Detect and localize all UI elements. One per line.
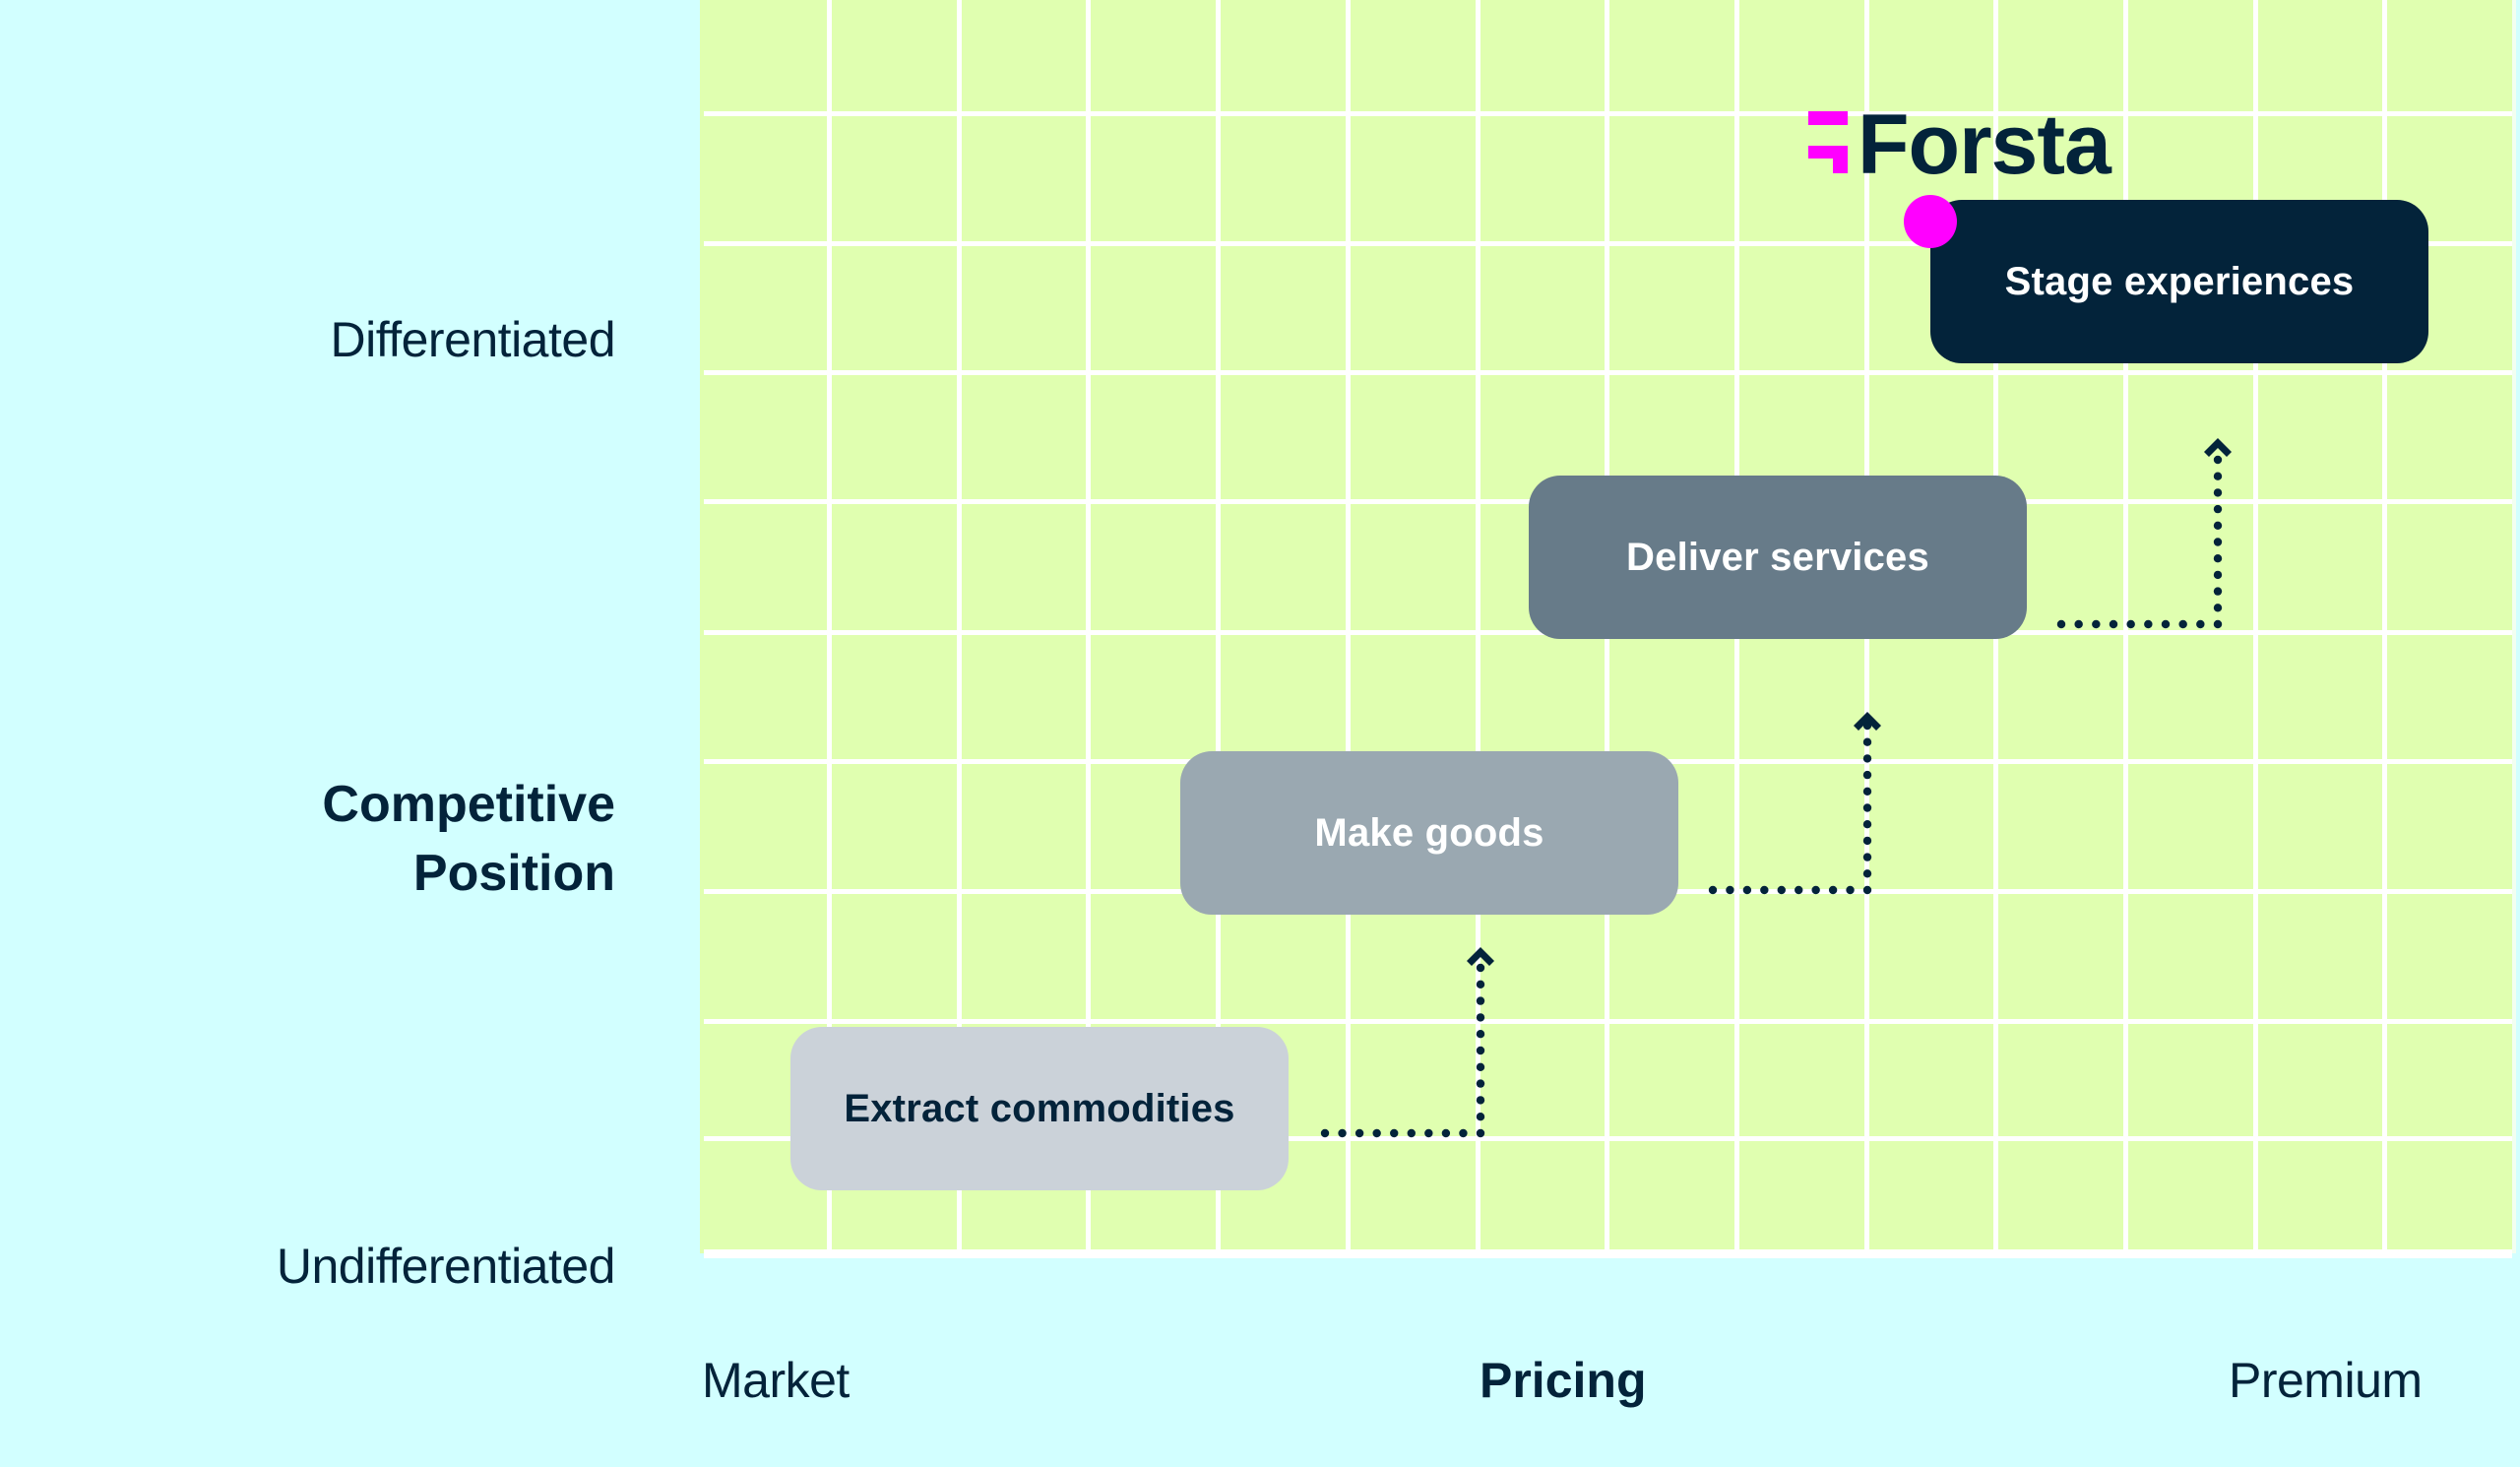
grid-line-vertical (2123, 0, 2128, 1253)
grid-line-vertical (827, 0, 832, 1253)
grid-line-vertical (2253, 0, 2258, 1253)
grid-line-vertical (2382, 0, 2387, 1253)
y-axis-title-line1: Competitive (322, 776, 615, 833)
x-axis-left-label: Market (702, 1353, 850, 1408)
grid-line-horizontal (704, 111, 2512, 116)
stage-label: Make goods (1314, 810, 1544, 855)
grid-line-horizontal (704, 370, 2512, 375)
stage-box-stage-experiences: Stage experiences (1930, 200, 2428, 363)
y-axis-top-label: Differentiated (330, 312, 616, 367)
stage-box-make-goods: Make goods (1180, 751, 1678, 915)
grid-line-vertical (957, 0, 962, 1253)
stage-label: Extract commodities (844, 1086, 1235, 1130)
highlight-dot-icon (1904, 195, 1957, 248)
forsta-logo: Forsta (1808, 97, 2111, 192)
y-axis-bottom-label: Undifferentiated (276, 1239, 616, 1294)
y-axis-title: Competitive Position (322, 770, 615, 908)
stage-label: Stage experiences (2004, 259, 2355, 303)
stage-label: Deliver services (1626, 535, 1929, 579)
grid-line-horizontal (704, 241, 2512, 246)
grid-edge (2512, 0, 2516, 1253)
grid-line-vertical (1086, 0, 1091, 1253)
y-axis-title-line2: Position (412, 845, 615, 902)
grid-line-horizontal (704, 1019, 2512, 1024)
stage-box-deliver-services: Deliver services (1529, 476, 2027, 639)
x-axis-baseline (704, 1249, 2512, 1258)
x-axis-title: Pricing (1480, 1353, 1647, 1408)
x-axis-right-label: Premium (2229, 1353, 2423, 1408)
stage-box-extract-commodities: Extract commodities (790, 1027, 1289, 1190)
grid-line-horizontal (704, 1136, 2512, 1141)
forsta-logo-mark-icon (1808, 111, 1848, 173)
grid-line-vertical (1346, 0, 1351, 1253)
forsta-logo-text: Forsta (1858, 97, 2111, 192)
grid-line-vertical (1216, 0, 1221, 1253)
grid-line-vertical (1476, 0, 1480, 1253)
